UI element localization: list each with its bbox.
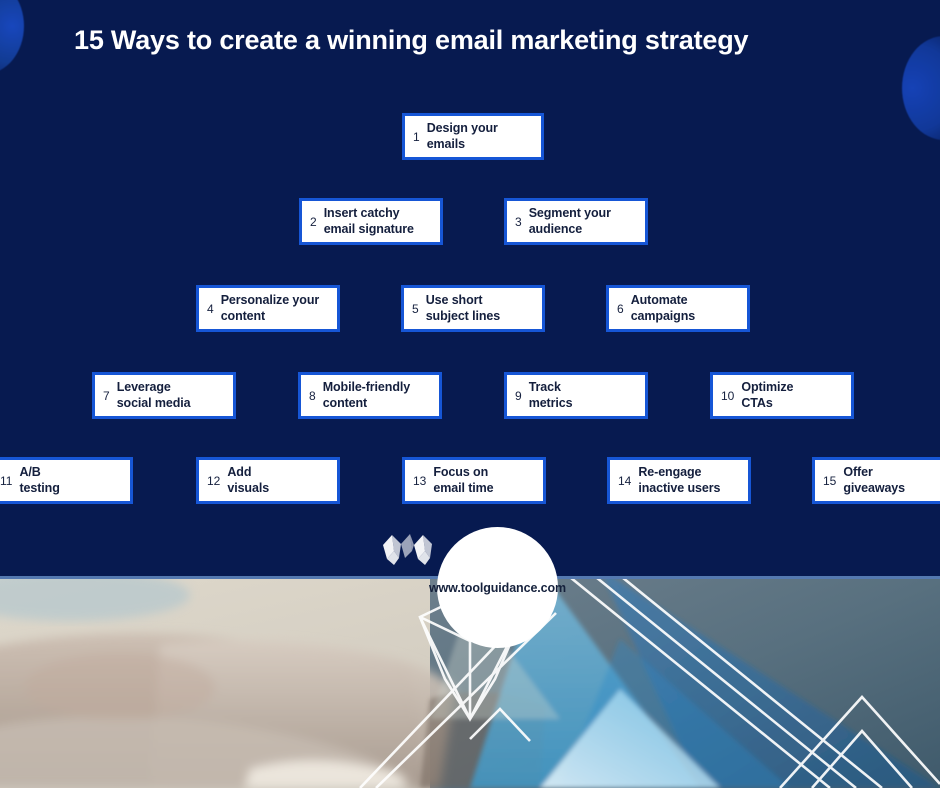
step-label-line1: Focus on bbox=[433, 465, 489, 480]
step-label: Insert catchy email signature bbox=[324, 206, 434, 237]
step-label-line1: Optimize bbox=[741, 380, 794, 395]
step-card-14[interactable]: 14 Re-engage inactive users bbox=[607, 457, 751, 504]
step-label-line1: Add bbox=[227, 465, 252, 480]
step-label-line2: email time bbox=[433, 480, 494, 495]
step-label-line2: email signature bbox=[323, 221, 414, 236]
step-card-11[interactable]: 11 A/B testing bbox=[0, 457, 133, 504]
step-card-1[interactable]: 1 Design your emails bbox=[402, 113, 544, 160]
step-label-line1: Insert catchy bbox=[323, 206, 400, 221]
step-number: 12 bbox=[207, 473, 221, 488]
step-label: Offer giveaways bbox=[843, 465, 940, 496]
step-number: 8 bbox=[309, 388, 316, 403]
website-url: www.toolguidance.com bbox=[428, 580, 567, 595]
step-card-10[interactable]: 10 Optimize CTAs bbox=[710, 372, 854, 419]
step-label-line1: A/B bbox=[19, 465, 41, 480]
step-label-line2: testing bbox=[19, 480, 60, 495]
step-label-line2: CTAs bbox=[741, 395, 773, 410]
step-label: Mobile-friendly content bbox=[323, 380, 433, 411]
angular-m-logo-icon bbox=[383, 534, 432, 565]
step-label-line1: Track bbox=[528, 380, 561, 395]
step-label-line2: subject lines bbox=[425, 308, 501, 323]
step-number: 15 bbox=[823, 473, 837, 488]
step-number: 1 bbox=[413, 129, 420, 144]
page-title: 15 Ways to create a winning email market… bbox=[74, 25, 749, 55]
step-number: 7 bbox=[103, 388, 110, 403]
step-label: Leverage social media bbox=[117, 380, 227, 411]
step-label: Automate campaigns bbox=[631, 293, 741, 324]
decorative-blue-circle-left bbox=[0, 0, 24, 74]
step-number: 2 bbox=[310, 214, 317, 229]
step-number: 4 bbox=[207, 301, 214, 316]
website-badge: www.toolguidance.com bbox=[429, 527, 566, 648]
step-label-line2: social media bbox=[116, 395, 191, 410]
step-label-line1: Segment your bbox=[528, 206, 611, 221]
step-label-line2: metrics bbox=[528, 395, 573, 410]
step-card-8[interactable]: 8 Mobile-friendly content bbox=[298, 372, 442, 419]
step-label-line2: inactive users bbox=[638, 480, 721, 495]
step-label-line2: emails bbox=[426, 136, 466, 151]
decorative-blue-circle-right bbox=[902, 36, 940, 140]
step-label-line2: campaigns bbox=[630, 308, 696, 323]
step-label-line2: content bbox=[220, 308, 266, 323]
step-label: Segment your audience bbox=[529, 206, 639, 237]
step-card-6[interactable]: 6 Automate campaigns bbox=[606, 285, 750, 332]
step-label-line1: Use short bbox=[425, 293, 483, 308]
step-card-4[interactable]: 4 Personalize your content bbox=[196, 285, 340, 332]
step-number: 9 bbox=[515, 388, 522, 403]
step-label: Use short subject lines bbox=[426, 293, 536, 324]
step-card-5[interactable]: 5 Use short subject lines bbox=[401, 285, 545, 332]
step-label: Re-engage inactive users bbox=[638, 465, 742, 496]
step-label: Design your emails bbox=[427, 121, 535, 152]
step-label-line2: giveaways bbox=[843, 480, 906, 495]
step-label-line1: Re-engage bbox=[638, 465, 702, 480]
step-number: 6 bbox=[617, 301, 624, 316]
step-number: 5 bbox=[412, 301, 419, 316]
step-card-12[interactable]: 12 Add visuals bbox=[196, 457, 340, 504]
step-card-15[interactable]: 15 Offer giveaways bbox=[812, 457, 940, 504]
step-card-13[interactable]: 13 Focus on email time bbox=[402, 457, 546, 504]
step-label-line2: content bbox=[322, 395, 368, 410]
step-label-line1: Offer bbox=[843, 465, 873, 480]
step-number: 13 bbox=[413, 473, 427, 488]
step-label: Add visuals bbox=[227, 465, 331, 496]
step-label-line1: Leverage bbox=[116, 380, 171, 395]
step-label: Focus on email time bbox=[433, 465, 537, 496]
step-label-line1: Design your bbox=[426, 121, 498, 136]
step-label: Personalize your content bbox=[221, 293, 331, 324]
step-number: 11 bbox=[0, 473, 13, 488]
step-card-3[interactable]: 3 Segment your audience bbox=[504, 198, 648, 245]
step-label-line1: Personalize your bbox=[220, 293, 320, 308]
step-number: 3 bbox=[515, 214, 522, 229]
step-number: 10 bbox=[721, 388, 735, 403]
step-label-line2: visuals bbox=[227, 480, 270, 495]
step-card-2[interactable]: 2 Insert catchy email signature bbox=[299, 198, 443, 245]
step-label-line1: Automate bbox=[630, 293, 688, 308]
step-number: 14 bbox=[618, 473, 632, 488]
step-label: Track metrics bbox=[529, 380, 639, 411]
step-label: A/B testing bbox=[19, 465, 124, 496]
step-label: Optimize CTAs bbox=[741, 380, 845, 411]
step-card-9[interactable]: 9 Track metrics bbox=[504, 372, 648, 419]
step-label-line2: audience bbox=[528, 221, 583, 236]
step-card-7[interactable]: 7 Leverage social media bbox=[92, 372, 236, 419]
step-label-line1: Mobile-friendly bbox=[322, 380, 411, 395]
